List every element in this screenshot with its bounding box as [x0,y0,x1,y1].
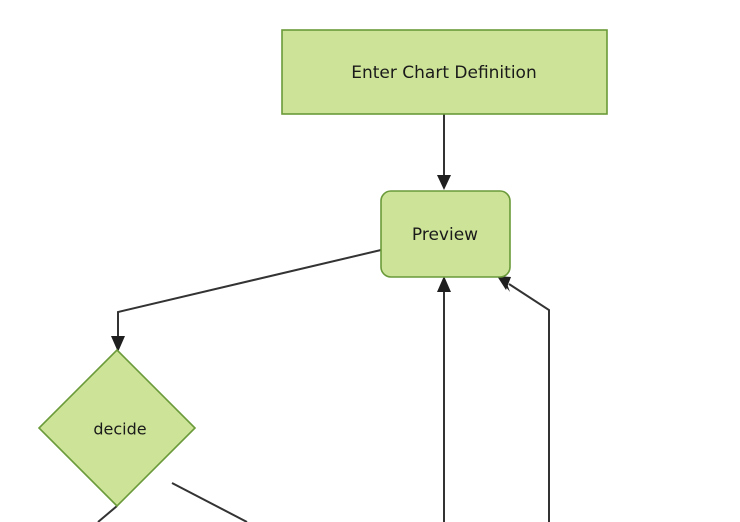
edge-bottom-right-to-preview-line [508,283,550,522]
edge-decide-right-offscreen-line [171,482,248,522]
node-enter-chart-definition-shape [281,29,608,115]
edge-enter-to-preview-arrowhead [437,175,451,190]
edge-preview-to-decide-line [117,249,382,340]
node-decide[interactable]: decide [37,348,197,508]
node-enter-chart-definition[interactable]: Enter Chart Definition [281,29,608,115]
edge-bottom-center-to-preview[interactable] [437,276,451,522]
node-preview-shape [380,190,511,278]
edge-bottom-right-to-preview[interactable] [497,276,550,522]
node-decide-shape [37,348,197,508]
node-layer: Enter Chart Definition Preview decide [37,29,608,508]
edge-layer [97,114,550,522]
edge-bottom-center-to-preview-arrowhead [437,276,451,292]
edge-preview-to-decide[interactable] [111,249,382,352]
edge-decide-bottom-offscreen[interactable] [97,505,118,522]
edge-decide-right-offscreen[interactable] [171,482,248,522]
edge-decide-bottom-offscreen-line [97,505,118,522]
edge-bottom-right-to-preview-arrowhead-fill [497,276,511,290]
edge-enter-to-preview[interactable] [437,114,451,190]
edge-preview-to-decide-arrowhead [111,336,125,352]
node-preview[interactable]: Preview [380,190,511,278]
